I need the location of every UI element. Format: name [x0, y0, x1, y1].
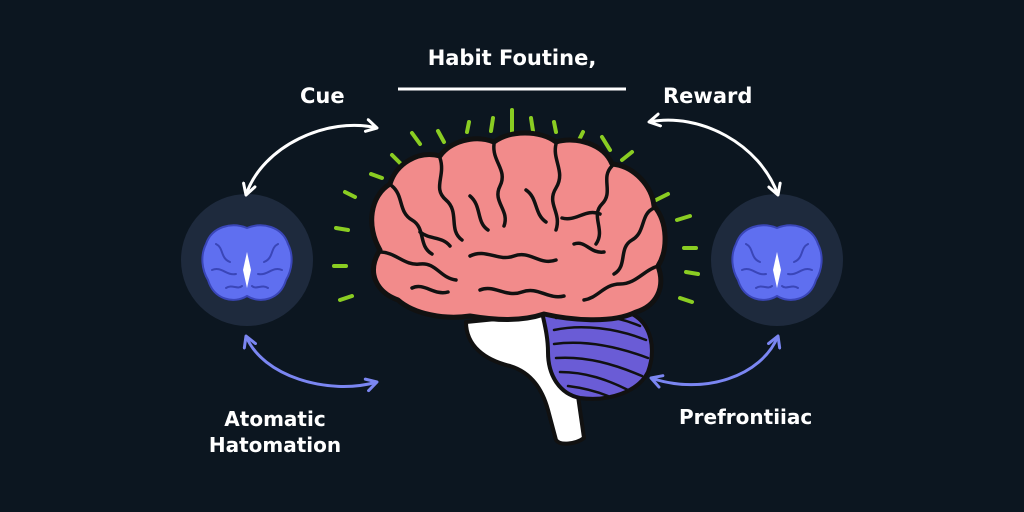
automation-label: Atomatic Hatomation [180, 406, 370, 458]
arrow-reward-loop [647, 112, 782, 197]
reward-label: Reward [663, 84, 753, 108]
arrow-automation-loop [242, 334, 379, 393]
prefrontal-label: Prefrontiiac [679, 405, 813, 429]
left-node [181, 194, 313, 326]
cerebellum [540, 303, 654, 401]
automation-label-line2: Hatomation [208, 433, 342, 457]
right-node [711, 194, 843, 326]
brain-icon [369, 130, 668, 323]
arrow-cue-loop [242, 118, 379, 197]
cue-label: Cue [300, 84, 345, 108]
diagram-title: Habit Foutine, [427, 46, 597, 70]
small-brain-icon [201, 224, 293, 301]
automation-label-line1: Atomatic [224, 407, 326, 431]
small-brain-icon [731, 224, 823, 301]
arrow-prefrontal-loop [649, 334, 782, 389]
